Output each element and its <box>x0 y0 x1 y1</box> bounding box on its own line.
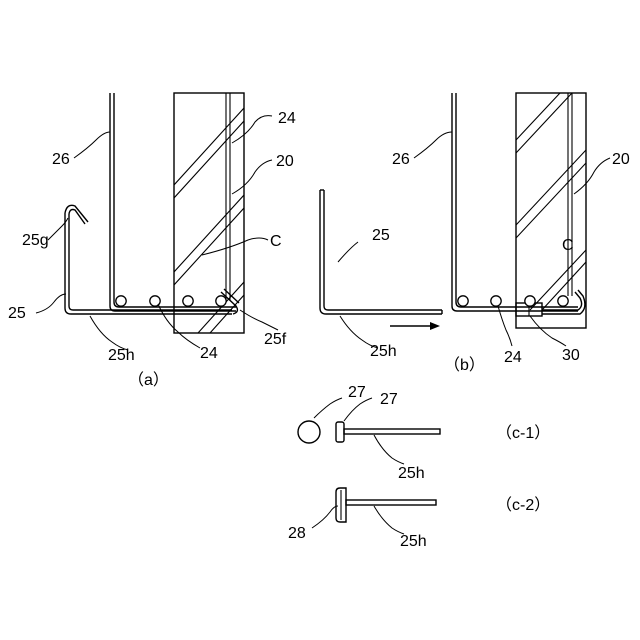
caption-b: （b） <box>444 356 485 374</box>
label-26-a: 26 <box>52 151 70 168</box>
label-C-b: C <box>562 237 574 254</box>
label-25-b: 25 <box>372 227 390 244</box>
insert-arrow <box>390 322 440 330</box>
label-27-a: 27 <box>348 384 366 401</box>
cross-bars-b <box>458 296 568 306</box>
head-27-side <box>336 422 344 442</box>
label-25f: 25f <box>264 331 287 348</box>
label-20-b: 20 <box>612 151 630 168</box>
label-26-b: 26 <box>392 151 410 168</box>
bar-25-b <box>320 190 442 314</box>
bar-25h-c2 <box>346 500 436 505</box>
panel-b: 26 20 25 C 25h 24 30 （b） <box>320 93 630 374</box>
bar-25-a <box>65 205 232 314</box>
label-C-a: C <box>270 233 282 250</box>
bar-25h-c1 <box>344 429 440 434</box>
caption-a: （a） <box>128 371 169 389</box>
caption-c2: （c-2） <box>496 496 550 514</box>
label-24-b: 24 <box>504 349 522 366</box>
cross-bars-a <box>116 296 226 306</box>
label-25h-c2: 25h <box>400 533 427 550</box>
label-25h-a: 25h <box>108 347 135 364</box>
label-24-a-bottom: 24 <box>200 345 218 362</box>
label-25-a: 25 <box>8 305 26 322</box>
panel-c1: 27 27 25h （c-1） <box>298 384 550 482</box>
label-30: 30 <box>562 347 580 364</box>
label-25h-c1: 25h <box>398 465 425 482</box>
bar-26-a <box>110 93 236 311</box>
label-24-a-top: 24 <box>278 110 296 127</box>
label-25g: 25g <box>22 232 49 249</box>
panel-a: 26 24 20 25g C 25 25h 24 25f （a） <box>8 93 296 389</box>
caption-c1: （c-1） <box>496 424 550 442</box>
label-25h-b: 25h <box>370 343 397 360</box>
label-20-a: 20 <box>276 153 294 170</box>
label-27-b: 27 <box>380 391 398 408</box>
label-28: 28 <box>288 525 306 542</box>
panel-c2: 28 25h （c-2） <box>288 488 550 550</box>
head-27-front <box>298 421 320 443</box>
